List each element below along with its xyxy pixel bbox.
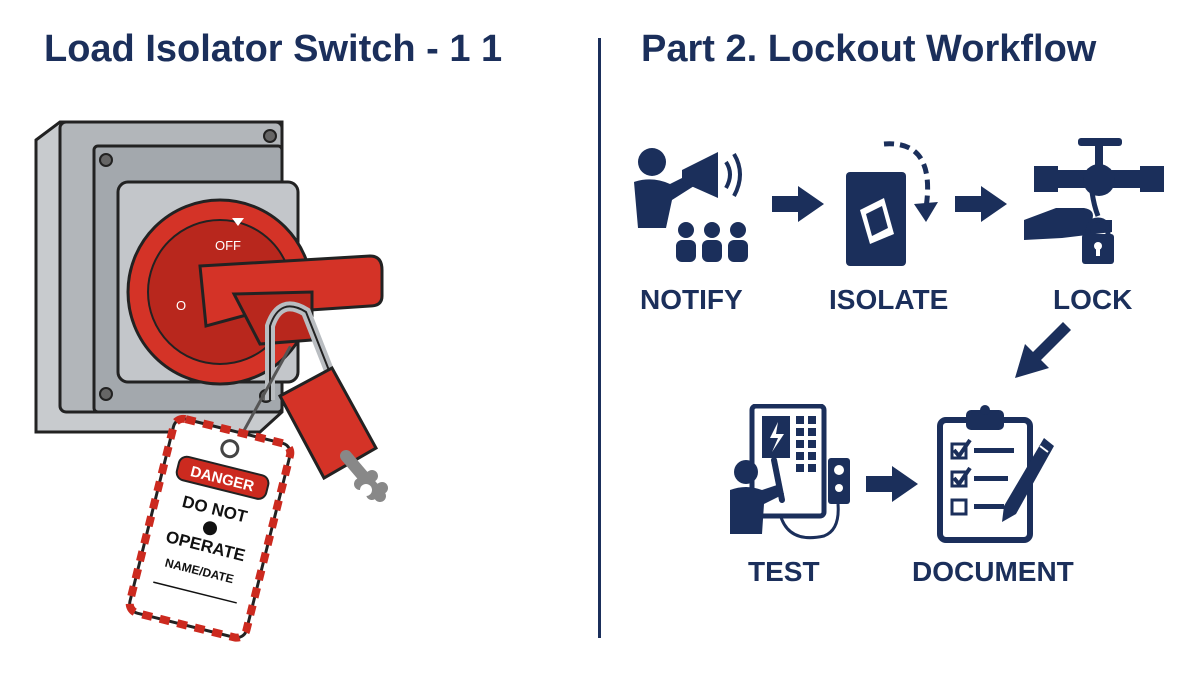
panel-divider xyxy=(598,38,601,638)
arrow-right-icon xyxy=(955,186,1007,222)
padlock xyxy=(265,301,388,502)
right-panel-title: Part 2. Lockout Workflow xyxy=(641,28,1097,70)
step-label-test: TEST xyxy=(748,556,820,587)
left-panel-title: Load Isolator Switch - 1 1 xyxy=(44,28,503,70)
valve-padlock-icon xyxy=(1024,138,1164,264)
step-label-notify: NOTIFY xyxy=(640,284,743,315)
megaphone-people-icon xyxy=(634,148,748,262)
on-position-label: O xyxy=(176,298,186,313)
arrow-right-icon xyxy=(866,466,918,502)
switch-rotate-icon xyxy=(846,141,938,266)
voltage-tester-icon xyxy=(730,404,850,540)
arrow-right-icon xyxy=(772,186,824,222)
off-position-label: OFF xyxy=(215,238,241,253)
step-label-lock: LOCK xyxy=(1053,284,1133,315)
step-label-isolate: ISOLATE xyxy=(829,284,949,315)
isolator-switch-illustration: OFF O DANGER DO NOT OPERATE NAME/DATE xyxy=(34,120,388,642)
arrow-down-left-icon xyxy=(1015,322,1071,378)
step-label-document: DOCUMENT xyxy=(912,556,1074,587)
danger-tag: DANGER DO NOT OPERATE NAME/DATE xyxy=(125,345,295,642)
clipboard-checklist-icon xyxy=(937,405,1054,543)
